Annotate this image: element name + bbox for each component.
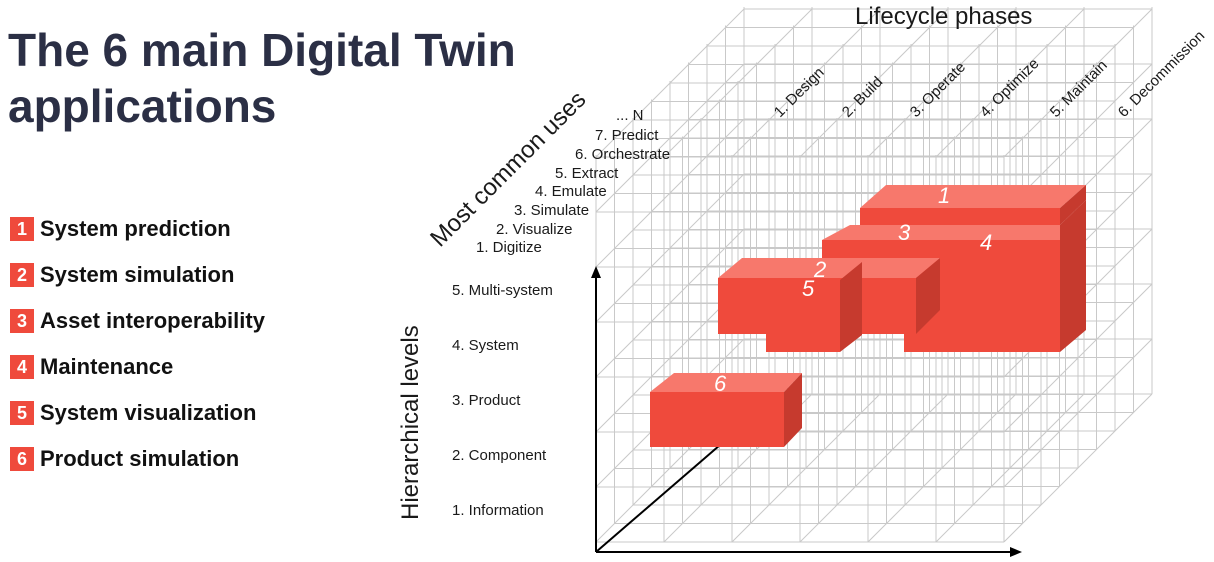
level-label: 2. Component bbox=[452, 447, 547, 464]
level-label: 1. Information bbox=[452, 502, 544, 519]
block-label-3: 3 bbox=[898, 220, 911, 245]
block-product-simulation: 6 bbox=[650, 371, 802, 447]
y-axis-arrow bbox=[591, 266, 601, 278]
x-axis-arrow bbox=[1010, 547, 1022, 557]
phase-label: 3. Operate bbox=[907, 59, 969, 121]
phase-label: 1. Design bbox=[771, 64, 828, 121]
use-label: 5. Extract bbox=[555, 165, 619, 182]
legend-number-badge: 4 bbox=[10, 355, 34, 379]
legend-number-badge: 3 bbox=[10, 309, 34, 333]
lifecycle-phase-labels: 1. Design 2. Build 3. Operate 4. Optimiz… bbox=[771, 27, 1208, 120]
use-label: 4. Emulate bbox=[535, 183, 607, 200]
legend-number-badge: 5 bbox=[10, 401, 34, 425]
page-title: The 6 main Digital Twin applications bbox=[8, 24, 516, 132]
levels-axis-title: Hierarchical levels bbox=[397, 325, 424, 520]
legend-label: Asset interoperability bbox=[40, 308, 265, 333]
use-label: 3. Simulate bbox=[514, 202, 589, 219]
block-label-4: 4 bbox=[980, 230, 992, 255]
legend-label: System visualization bbox=[40, 400, 257, 425]
legend-number-badge: 1 bbox=[10, 217, 34, 241]
legend-number-badge: 6 bbox=[10, 447, 34, 471]
use-label: 6. Orchestrate bbox=[575, 146, 670, 163]
use-label: 7. Predict bbox=[595, 127, 659, 144]
level-labels: 1. Information 2. Component 3. Product 4… bbox=[452, 282, 553, 519]
use-label: 1. Digitize bbox=[476, 239, 542, 256]
block-system-prediction: 1 bbox=[860, 183, 1086, 225]
level-label: 3. Product bbox=[452, 392, 521, 409]
use-label: ... N bbox=[616, 107, 644, 124]
lifecycle-axis-title: Lifecycle phases bbox=[855, 3, 1032, 30]
application-blocks: 1 3 4 2 5 6 bbox=[650, 183, 1086, 447]
block-label-1: 1 bbox=[938, 183, 950, 208]
depth-axis-line bbox=[595, 444, 721, 553]
block-label-5: 5 bbox=[802, 276, 815, 301]
legend-number-badge: 2 bbox=[10, 263, 34, 287]
axes bbox=[591, 266, 1022, 557]
legend-label: System prediction bbox=[40, 216, 231, 241]
block-asset-interoperability-maintenance: 3 4 bbox=[822, 200, 1086, 352]
phase-label: 5. Maintain bbox=[1047, 57, 1111, 121]
phase-label: 6. Decommission bbox=[1115, 27, 1208, 120]
block-label-2: 2 bbox=[813, 257, 826, 282]
use-label: 2. Visualize bbox=[496, 221, 572, 238]
level-label: 4. System bbox=[452, 337, 519, 354]
level-label: 5. Multi-system bbox=[452, 282, 553, 299]
uses-labels: 1. Digitize 2. Visualize 3. Simulate 4. … bbox=[476, 107, 670, 256]
block-system-simulation-visualization: 2 5 bbox=[718, 257, 940, 352]
legend-label: System simulation bbox=[40, 262, 235, 287]
legend-label: Maintenance bbox=[40, 354, 174, 379]
phase-label: 2. Build bbox=[839, 73, 886, 120]
legend-label: Product simulation bbox=[40, 446, 240, 471]
block-label-6: 6 bbox=[714, 371, 727, 396]
